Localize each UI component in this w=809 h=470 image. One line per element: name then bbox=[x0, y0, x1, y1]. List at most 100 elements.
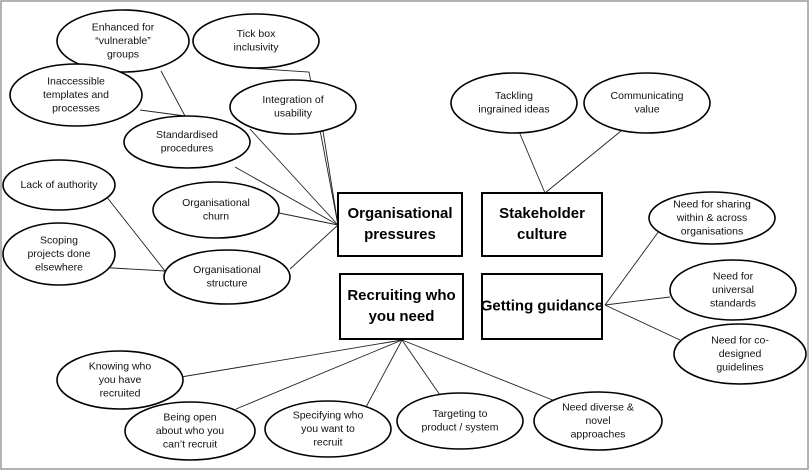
node-standardised-line-1: Standardised bbox=[156, 129, 218, 141]
connector-line bbox=[160, 70, 186, 117]
theme-recruit-line-2: you need bbox=[369, 308, 435, 325]
node-sharing: Need for sharing within & acrossorganisat… bbox=[648, 191, 776, 245]
connector-line bbox=[365, 339, 403, 408]
connector-line bbox=[247, 67, 339, 226]
node-open-line-3: can’t recruit bbox=[163, 438, 217, 450]
node-diverse-ellipse bbox=[533, 391, 663, 451]
node-targeting: Targeting to product / system bbox=[396, 392, 524, 450]
node-targeting-ellipse bbox=[396, 392, 524, 450]
node-tackling-line-1: Tackling bbox=[495, 90, 533, 102]
node-codesigned-line-1: Need for co- bbox=[711, 334, 769, 346]
node-sharing-line-2: within & across bbox=[676, 212, 748, 224]
connector-line bbox=[401, 339, 556, 402]
connector-line bbox=[139, 109, 186, 117]
node-tickbox-ellipse bbox=[192, 13, 320, 69]
connector-lines bbox=[94, 67, 681, 410]
theme-recruit-line-1: Recruiting who bbox=[347, 287, 455, 304]
node-inaccessible-line-3: processes bbox=[52, 102, 100, 114]
theme-org-line-1: Organisational bbox=[347, 205, 452, 222]
node-integration-line-1: Integration of bbox=[262, 94, 323, 106]
node-standardised-line-2: procedures bbox=[161, 143, 214, 155]
node-enhanced-line-3: groups bbox=[107, 48, 139, 60]
node-authority-ellipse bbox=[2, 159, 116, 211]
node-scoping-line-2: projects done bbox=[27, 248, 90, 260]
node-enhanced-ellipse bbox=[56, 9, 190, 73]
theme-guide-line-1: Getting guidance bbox=[481, 297, 604, 314]
concept-nodes: Enhanced for “vulnerable”groups Tick boxin… bbox=[2, 9, 807, 461]
node-universal-line-3: standards bbox=[710, 297, 756, 309]
connector-line bbox=[519, 133, 546, 194]
connector-line bbox=[289, 224, 339, 270]
node-communicating-ellipse bbox=[583, 72, 711, 134]
theme-recruit-box bbox=[339, 273, 464, 340]
connector-line bbox=[249, 128, 339, 226]
connector-line bbox=[105, 195, 166, 272]
node-churn-line-2: churn bbox=[203, 211, 229, 223]
theme-org-line-2: pressures bbox=[364, 226, 436, 243]
node-universal-line-1: Need for bbox=[713, 270, 754, 282]
theme-org-box bbox=[337, 192, 463, 257]
node-diverse-line-3: approaches bbox=[571, 428, 626, 440]
theme-stake-line-1: Stakeholder bbox=[499, 205, 585, 222]
node-open-ellipse bbox=[124, 401, 256, 461]
node-universal-line-2: universal bbox=[712, 284, 754, 296]
node-communicating-line-2: value bbox=[634, 104, 659, 116]
connector-line bbox=[180, 339, 403, 378]
connector-line bbox=[604, 304, 681, 341]
node-enhanced-line-2: “vulnerable” bbox=[95, 35, 151, 47]
node-authority: Lack of authority bbox=[2, 159, 116, 211]
node-communicating-line-1: Communicating bbox=[611, 90, 684, 102]
node-authority-line-1: Lack of authority bbox=[20, 179, 98, 191]
theme-recruit: Recruiting who you need bbox=[339, 273, 464, 340]
node-standardised: Standardised procedures bbox=[123, 115, 251, 169]
theme-guide: Getting guidance bbox=[481, 273, 604, 340]
node-sharing-line-3: organisations bbox=[681, 225, 743, 237]
node-churn-line-1: Organisational bbox=[182, 197, 250, 209]
connector-line bbox=[322, 130, 339, 226]
node-diverse-line-1: Need diverse & bbox=[562, 401, 634, 413]
connector-line bbox=[234, 166, 339, 226]
node-knowing-line-3: recruited bbox=[100, 387, 141, 399]
node-tackling-ellipse bbox=[450, 72, 578, 134]
connector-line bbox=[604, 296, 671, 306]
node-structure-line-1: Organisational bbox=[193, 264, 261, 276]
connector-line bbox=[235, 339, 403, 410]
node-targeting-line-2: product / system bbox=[421, 422, 498, 434]
node-churn: Organisational churn bbox=[152, 181, 280, 239]
node-communicating: Communicating value bbox=[583, 72, 711, 134]
node-scoping-ellipse bbox=[2, 222, 116, 286]
node-scoping-line-1: Scoping bbox=[40, 234, 78, 246]
node-specifying-line-2: you want to bbox=[301, 423, 355, 435]
node-universal-ellipse bbox=[669, 259, 797, 321]
node-specifying-line-3: recruit bbox=[313, 436, 342, 448]
node-codesigned-line-2: designed bbox=[719, 348, 762, 360]
node-specifying-ellipse bbox=[264, 400, 392, 458]
node-inaccessible-line-2: templates and bbox=[43, 89, 109, 101]
node-targeting-line-1: Targeting to bbox=[433, 408, 488, 420]
connector-line bbox=[604, 230, 660, 306]
node-diverse-line-2: novel bbox=[585, 415, 610, 427]
node-open-line-1: Being open bbox=[163, 411, 216, 423]
node-sharing-line-1: Need for sharing bbox=[673, 198, 751, 210]
theme-stake-line-2: culture bbox=[517, 226, 567, 243]
node-inaccessible-line-1: Inaccessible bbox=[47, 75, 105, 87]
node-integration-ellipse bbox=[229, 79, 357, 135]
theme-org: Organisational pressures bbox=[337, 192, 463, 257]
node-enhanced: Enhanced for “vulnerable”groups bbox=[56, 9, 190, 73]
theme-boxes: Organisational pressures Stakeholder cultur… bbox=[337, 192, 604, 340]
node-open-line-2: about who you bbox=[156, 425, 224, 437]
node-enhanced-line-1: Enhanced for bbox=[92, 21, 155, 33]
node-standardised-ellipse bbox=[123, 115, 251, 169]
node-knowing-ellipse bbox=[56, 350, 184, 410]
